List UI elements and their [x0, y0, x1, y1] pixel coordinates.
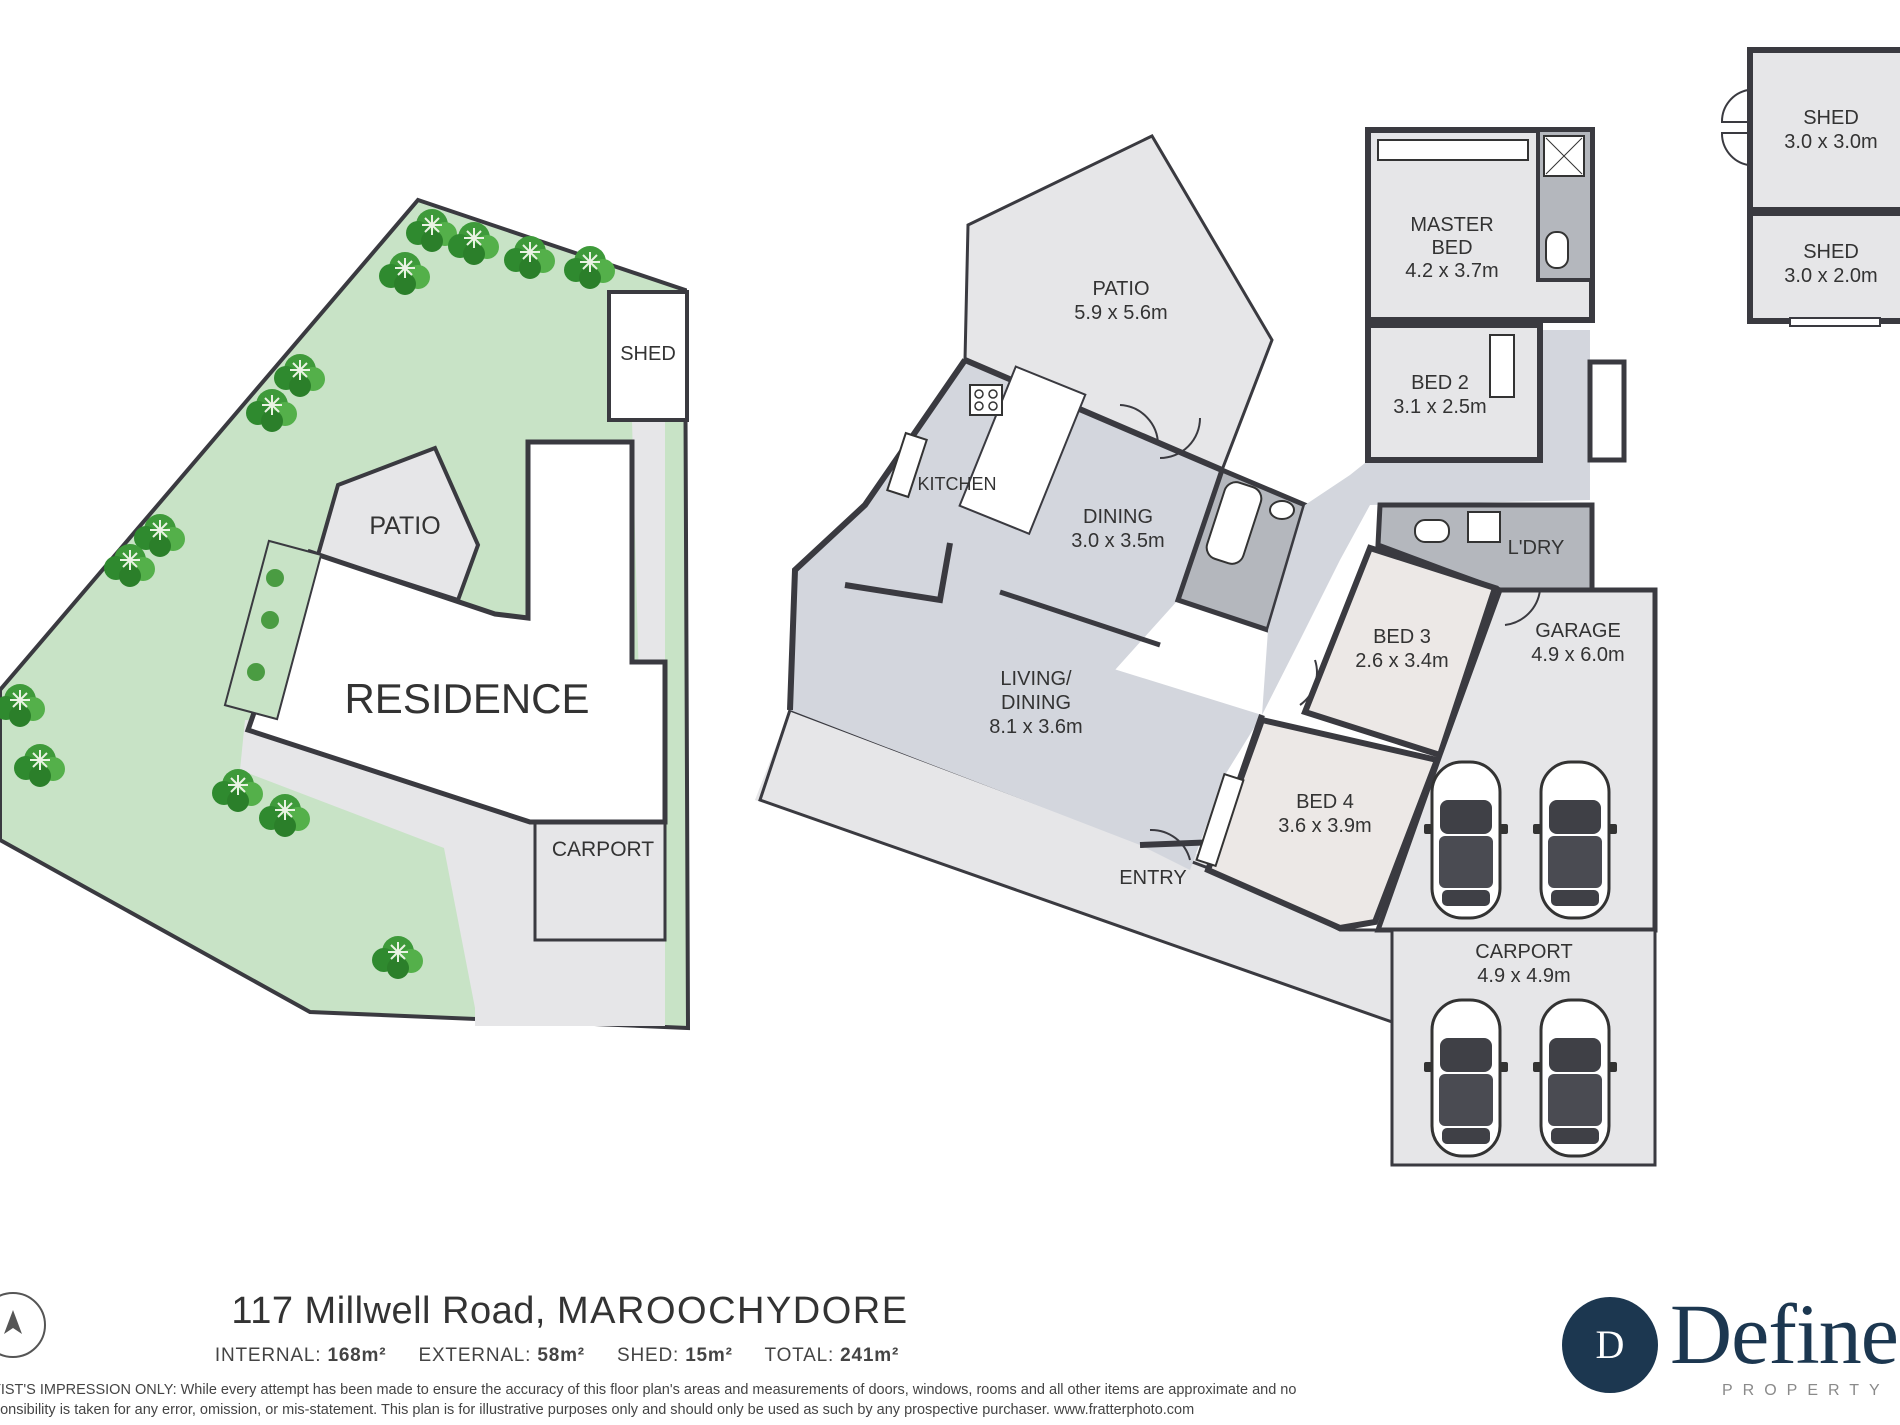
shed2-size: 3.0 x 2.0m	[1784, 265, 1877, 287]
area-label-shed: SHED:	[617, 1345, 680, 1366]
stove-icon	[969, 384, 1003, 416]
living-name-line1: LIVING/	[1000, 668, 1072, 690]
wardrobe	[1195, 772, 1245, 868]
area-summary: INTERNAL: 168m² EXTERNAL: 58m² SHED: 15m…	[0, 1345, 1140, 1367]
hallway-upper[interactable]	[1535, 330, 1590, 470]
carport-size: 4.9 x 4.9m	[1477, 965, 1570, 987]
logo-subtitle: PROPERTY	[1722, 1382, 1890, 1399]
living-dining-room[interactable]	[790, 570, 1262, 870]
site-patio-label: PATIO	[369, 512, 440, 540]
door-swing-icon	[1299, 659, 1318, 706]
living-wall-outline	[787, 357, 1265, 848]
disclaimer: TIST'S IMPRESSION ONLY: While every atte…	[0, 1380, 1472, 1420]
ldry-name: L'DRY	[1508, 537, 1565, 559]
kitchen-name: KITCHEN	[917, 474, 996, 494]
logo-wordmark: Define	[1670, 1286, 1899, 1382]
residence-footprint[interactable]	[244, 439, 668, 825]
site-shed[interactable]	[607, 290, 689, 422]
shed1-name: SHED	[1803, 107, 1859, 129]
car-icon	[1422, 760, 1510, 920]
site-shed-label: SHED	[620, 343, 676, 365]
wardrobe	[1377, 139, 1529, 161]
floor-plan: PATIO 5.9 x 5.6m KITCHEN DINING 3.0 x 3.…	[755, 47, 1900, 1167]
area-value-shed: 15m²	[685, 1345, 733, 1366]
shed1-room[interactable]	[1747, 47, 1900, 213]
address-city: MAROOCHYDORE	[557, 1290, 909, 1332]
door-swing-icon	[1159, 417, 1201, 459]
shed1-size: 3.0 x 3.0m	[1784, 131, 1877, 153]
car-icon	[1422, 998, 1510, 1158]
site-carport-label: CARPORT	[552, 838, 654, 861]
sink-icon	[1467, 511, 1501, 543]
dining-size: 3.0 x 3.5m	[1071, 530, 1164, 552]
disclaimer-line1: TIST'S IMPRESSION ONLY: While every atte…	[0, 1382, 1297, 1398]
residence-label: RESIDENCE	[344, 675, 589, 722]
shed-roller-door	[1789, 317, 1881, 327]
sink-icon	[1269, 500, 1295, 520]
master-size: 4.2 x 3.7m	[1405, 260, 1498, 282]
master-name-line1: MASTER	[1410, 214, 1493, 236]
master-name-line2: BED	[1431, 237, 1472, 259]
carport-name: CARPORT	[1475, 941, 1572, 963]
door-swing-icon	[1720, 89, 1749, 166]
shed2-name: SHED	[1803, 241, 1859, 263]
bed3-size: 2.6 x 3.4m	[1355, 650, 1448, 672]
living-size: 8.1 x 3.6m	[989, 716, 1082, 738]
entry-label: ENTRY	[1119, 867, 1186, 889]
bed2-name: BED 2	[1411, 372, 1469, 394]
area-value-internal: 168m²	[327, 1345, 387, 1366]
area-label-external: EXTERNAL:	[418, 1345, 532, 1366]
door-swing-icon	[1149, 828, 1191, 861]
car-icon	[1531, 760, 1619, 920]
property-address: 117 Millwell Road, MAROOCHYDORE	[0, 1290, 1140, 1333]
hallway[interactable]	[1262, 455, 1590, 715]
address-street: 117 Millwell Road,	[231, 1290, 546, 1332]
wardrobe	[1489, 334, 1515, 398]
logo-badge: D	[1562, 1297, 1658, 1393]
site-plan: SHED PATIO RESIDENCE CARPORT	[0, 197, 691, 1031]
disclaimer-line2: ponsibility is taken for any error, omis…	[0, 1402, 1195, 1418]
bed2-size: 3.1 x 2.5m	[1393, 396, 1486, 418]
toilet-icon	[1545, 231, 1569, 269]
area-label-total: TOTAL:	[764, 1345, 835, 1366]
sink-icon	[886, 431, 928, 499]
dining-name: DINING	[1083, 506, 1153, 528]
door-swing-icon	[1504, 589, 1541, 626]
living-name-line2: DINING	[1001, 692, 1071, 714]
living-divider	[999, 589, 1161, 648]
bed4-size: 3.6 x 3.9m	[1278, 815, 1371, 837]
linen-cupboard	[1587, 359, 1627, 463]
bathtub-icon	[1205, 481, 1263, 565]
area-value-total: 241m²	[840, 1345, 900, 1366]
door-swing-icon	[1119, 404, 1160, 446]
area-label-internal: INTERNAL:	[214, 1345, 322, 1366]
site-patio-area	[315, 445, 481, 603]
patio-size: 5.9 x 5.6m	[1074, 302, 1167, 324]
patio-name: PATIO	[1092, 278, 1149, 300]
bed4-name: BED 4	[1296, 791, 1354, 813]
kitchen-bench	[958, 365, 1087, 536]
garage-name: GARAGE	[1535, 620, 1621, 642]
area-value-external: 58m²	[537, 1345, 585, 1366]
bed3-name: BED 3	[1373, 626, 1431, 648]
compass-icon	[0, 1292, 46, 1358]
garage-size: 4.9 x 6.0m	[1531, 644, 1624, 666]
car-icon	[1531, 998, 1619, 1158]
toilet-icon	[1414, 519, 1450, 543]
